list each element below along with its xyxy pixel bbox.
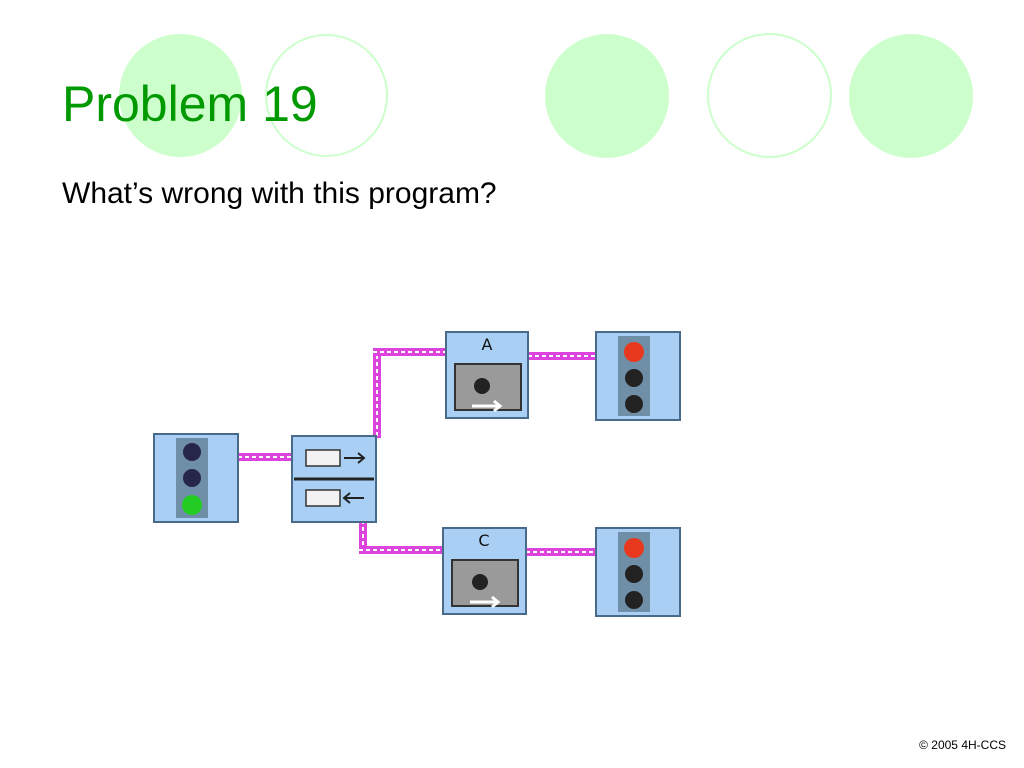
slide-title: Problem 19	[62, 76, 318, 132]
decorative-circle-filled	[119, 34, 242, 157]
motor-a-block: A	[445, 331, 529, 419]
wire-fork-to-motor-c	[359, 520, 443, 554]
program-diagram: A C	[153, 331, 681, 617]
red-lamp-icon	[624, 342, 644, 362]
decorative-circle-filled	[545, 34, 669, 158]
wire-light-to-fork	[238, 453, 292, 461]
motor-label: A	[482, 335, 493, 354]
wire-fork-to-motor-a	[373, 348, 446, 438]
motor-c-block: C	[442, 527, 527, 615]
decorative-circle-ring	[707, 33, 832, 158]
fork-block	[291, 435, 377, 523]
green-lamp-icon	[182, 495, 202, 515]
forward-branch-icon	[305, 449, 366, 467]
decorative-circle-ring	[265, 34, 388, 157]
off-lamp-icon	[625, 395, 643, 413]
wire-motor-c-to-red-light	[526, 548, 596, 556]
program-wires	[238, 348, 596, 556]
copyright-notice: © 2005 4H-CCS	[919, 738, 1006, 752]
red-lamp-icon	[624, 538, 644, 558]
decorative-circle-filled	[849, 34, 973, 158]
off-lamp-icon	[625, 369, 643, 387]
red-light-block-top	[595, 331, 681, 421]
slide-question: What’s wrong with this program?	[62, 177, 497, 210]
off-lamp-icon	[183, 443, 201, 461]
wire-motor-a-to-red-light	[528, 352, 596, 360]
reverse-branch-icon	[305, 489, 364, 507]
off-lamp-icon	[183, 469, 201, 487]
off-lamp-icon	[625, 591, 643, 609]
red-light-block-bottom	[595, 527, 681, 617]
off-lamp-icon	[625, 565, 643, 583]
motor-label: C	[478, 531, 489, 550]
green-light-block	[153, 433, 239, 523]
